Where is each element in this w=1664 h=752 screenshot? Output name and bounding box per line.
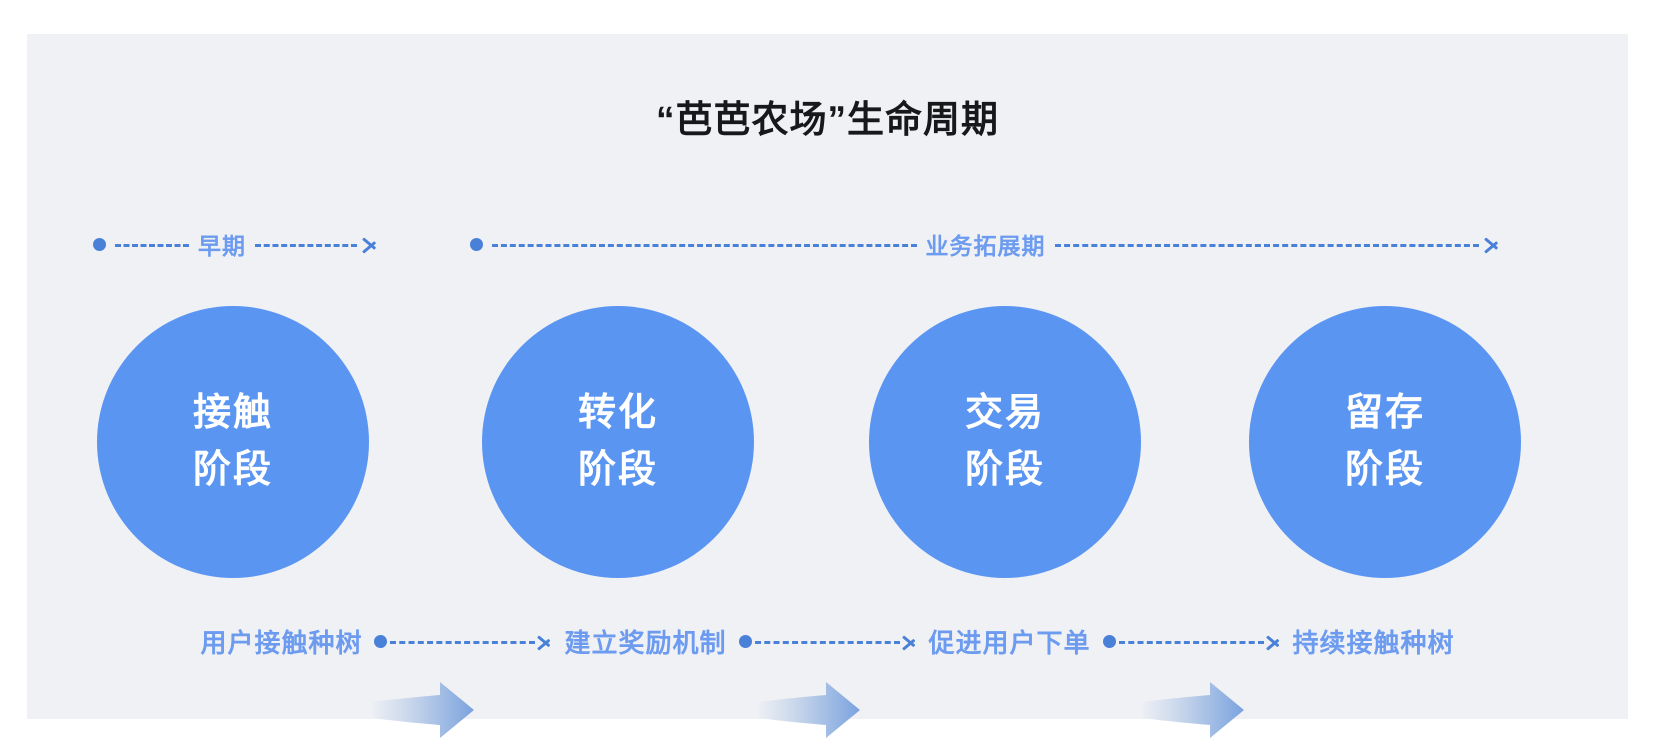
caption-connector-1 [374,632,552,651]
timeline-band: 早期 业务拓展期 [27,222,1628,282]
flow-arrow-icon-3 [1142,678,1244,742]
flow-arrow-icon-2 [758,678,860,742]
caption-arrow-icon [902,632,917,651]
caption-arrow-icon [1266,632,1281,651]
page-title: “芭芭农场”生命周期 [656,99,999,140]
stage-circle-conversion[interactable]: 转化 阶段 [482,306,754,578]
stage-label-line1: 转化 [577,392,658,434]
stage-circle-contact[interactable]: 接触 阶段 [97,306,369,578]
caption-dashed-line [1118,640,1264,644]
timeline-start-dot-icon [470,237,483,251]
caption-label-4: 持续接触种树 [1292,627,1455,658]
caption-connector-2 [738,632,917,651]
caption-arrow-icon [537,632,552,651]
timeline-arrow-icon [1484,234,1500,254]
stage-circles-row: 接触 阶段 转化 阶段 交易 阶段 留存 阶段 [27,306,1628,738]
flow-arrow-icon-1 [372,678,474,742]
stage-label-line1: 留存 [1344,392,1425,434]
stage-label-line2: 阶段 [192,449,273,491]
caption-label-1: 用户接触种树 [200,627,363,658]
timeline-dashed-line-right [1054,243,1479,247]
timeline-dashed-line-right [255,243,357,247]
timeline-arrow-icon [362,234,378,254]
stage-circle-transaction[interactable]: 交易 阶段 [869,306,1141,578]
caption-dashed-line [754,640,900,644]
timeline-early: 早期 [93,222,378,266]
timeline-dashed-line-left [492,243,917,247]
caption-label-2: 建立奖励机制 [564,627,727,658]
stage-label-line2: 阶段 [577,449,658,491]
caption-label-3: 促进用户下单 [928,627,1091,658]
caption-connector-3 [1102,632,1281,651]
caption-dashed-line [390,640,536,644]
caption-dot-icon [374,634,388,648]
timeline-dashed-line-left [115,243,189,247]
caption-dot-icon [738,634,752,648]
stage-label-line1: 接触 [192,392,273,434]
stage-label-line2: 阶段 [964,449,1045,491]
timeline-start-dot-icon [93,237,106,251]
timeline-label-early: 早期 [198,233,246,259]
stage-label-line1: 交易 [964,392,1045,434]
timeline-label-business-expansion: 业务拓展期 [925,233,1046,259]
stage-label-line2: 阶段 [1344,449,1425,491]
stage-circle-retention[interactable]: 留存 阶段 [1249,306,1521,578]
diagram-panel: “芭芭农场”生命周期 早期 业务拓展期 接触 阶段 转化 阶段 交易 [27,34,1628,738]
caption-row: 用户接触种树 建立奖励机制 促进用户下单 持续接触种树 [27,616,1628,666]
timeline-business-expansion: 业务拓展期 [470,222,1500,266]
caption-dot-icon [1102,634,1116,648]
